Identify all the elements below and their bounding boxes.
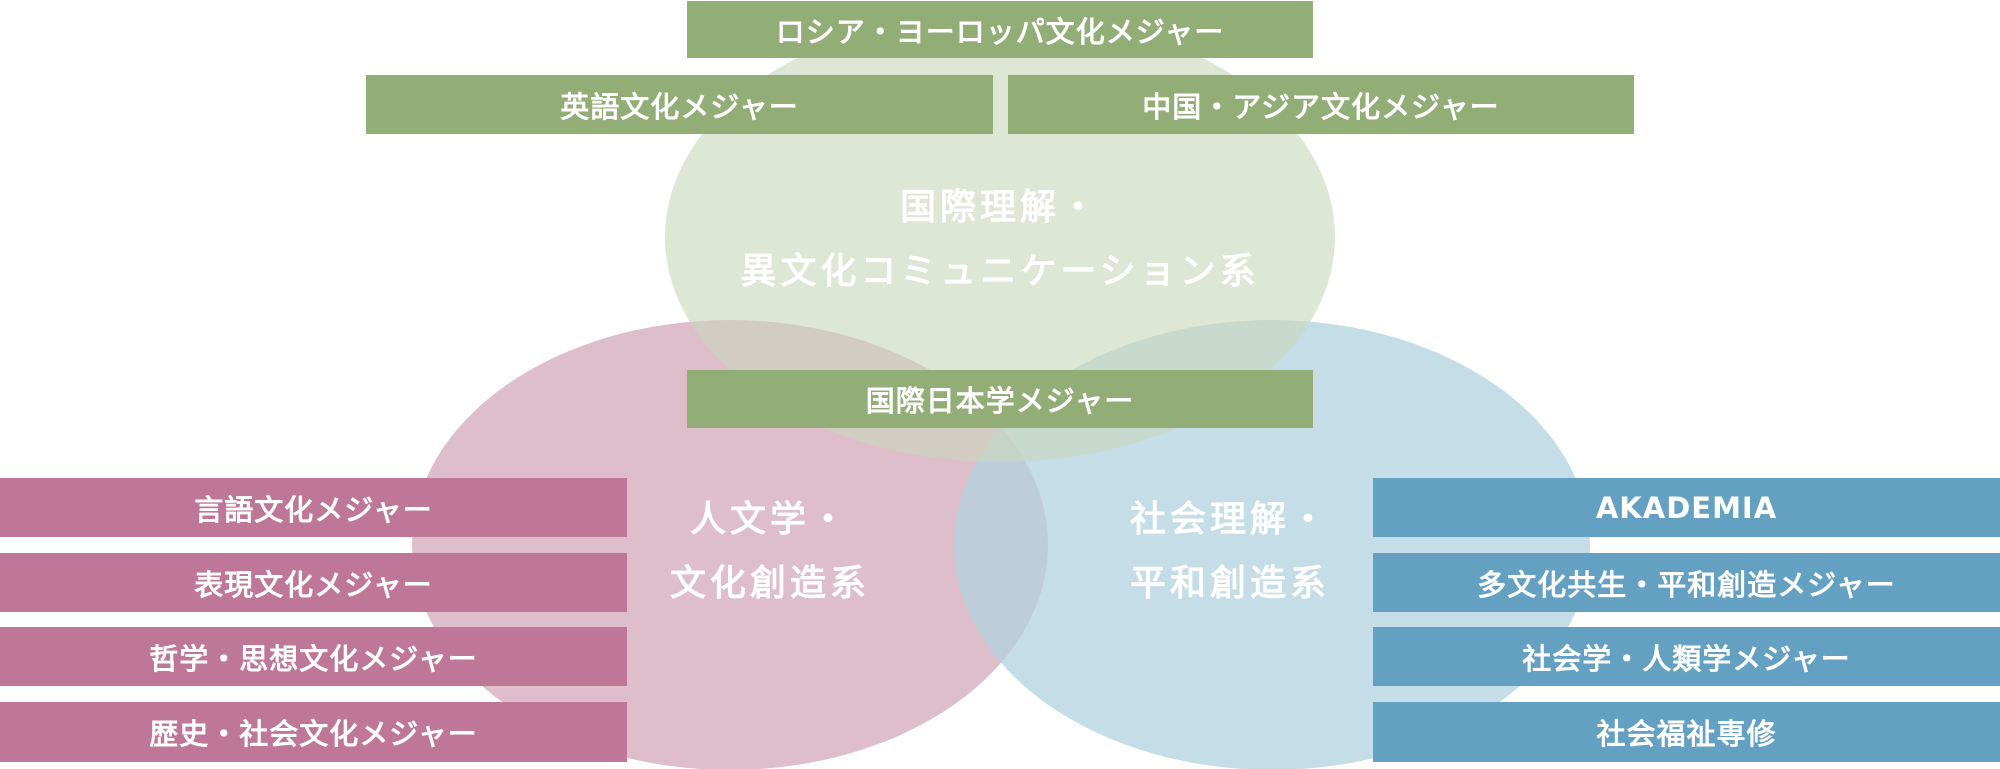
major-english[interactable]: 英語文化メジャー (366, 75, 993, 134)
major-sociology-anthropology[interactable]: 社会学・人類学メジャー (1373, 627, 2000, 686)
major-akademia[interactable]: AKADEMIA (1373, 478, 2000, 537)
major-social-welfare[interactable]: 社会福祉専修 (1373, 702, 2000, 762)
major-japan-studies[interactable]: 国際日本学メジャー (687, 370, 1313, 428)
humanities-circle-label: 人文学・ 文化創造系 (669, 499, 870, 604)
international-circle-label: 国際理解・ 異文化コミュニケーション系 (740, 187, 1260, 292)
major-russia-europe[interactable]: ロシア・ヨーロッパ文化メジャー (687, 1, 1313, 58)
social-circle-label: 社会理解・ 平和創造系 (1129, 499, 1330, 604)
major-multicultural-peace[interactable]: 多文化共生・平和創造メジャー (1373, 553, 2000, 612)
major-china-asia[interactable]: 中国・アジア文化メジャー (1008, 75, 1634, 134)
major-history-society[interactable]: 歴史・社会文化メジャー (0, 702, 627, 762)
major-philosophy-thought[interactable]: 哲学・思想文化メジャー (0, 627, 627, 686)
major-expression-culture[interactable]: 表現文化メジャー (0, 553, 627, 612)
major-language-culture[interactable]: 言語文化メジャー (0, 478, 627, 537)
